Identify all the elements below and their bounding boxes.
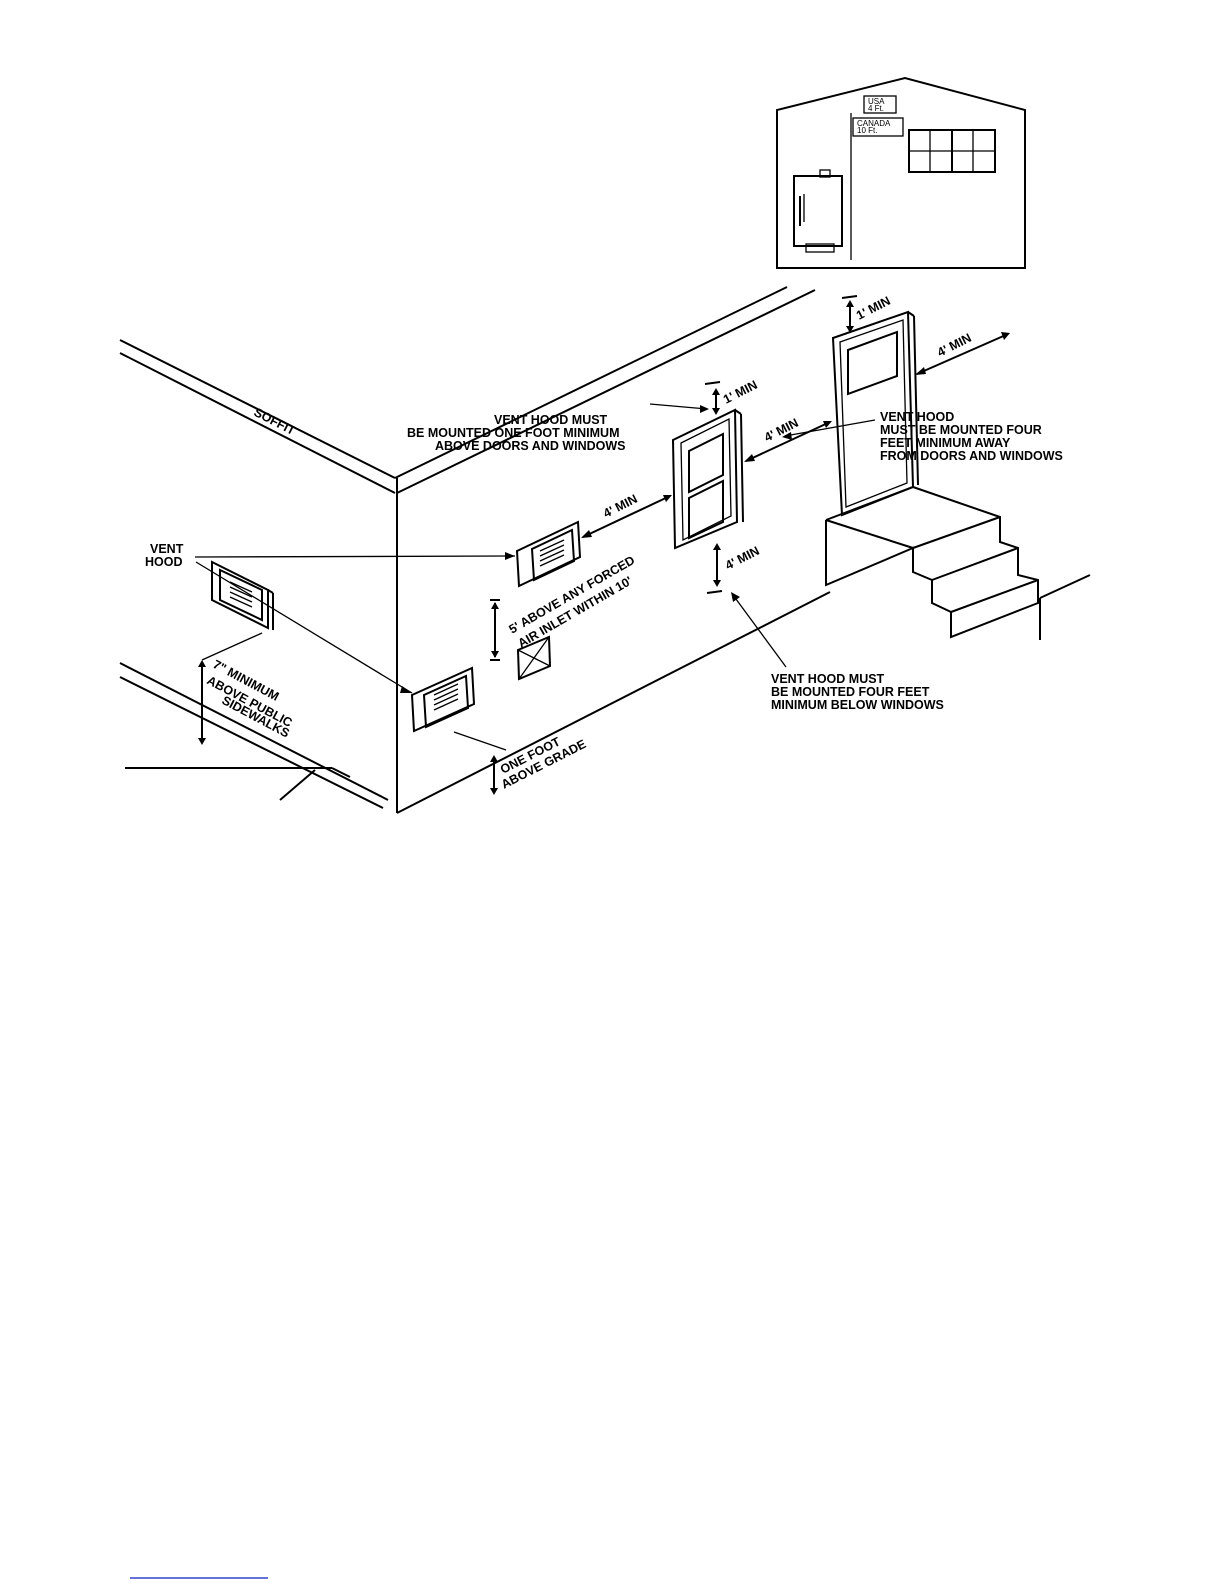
above-doors-line1: VENT HOOD MUST	[494, 413, 608, 427]
below-line2: BE MOUNTED FOUR FEET	[771, 685, 930, 699]
door	[831, 310, 919, 517]
canada-label: CANADA	[857, 119, 891, 128]
usa-sign	[863, 95, 897, 114]
vent-hood-side-wall	[211, 560, 274, 630]
dim-4min-left	[581, 495, 672, 538]
above-doors-line3: ABOVE DOORS AND WINDOWS	[435, 439, 626, 453]
dim-4min-door-right	[915, 332, 1010, 375]
away-line1: VENT HOOD	[880, 410, 954, 424]
dim-4min-below	[706, 543, 723, 594]
dim-1min-door	[841, 295, 858, 333]
dim-7in-sidewalk	[198, 632, 263, 745]
vent-hood-label-line1: VENT	[150, 542, 184, 556]
below-line3: MINIMUM BELOW WINDOWS	[771, 698, 944, 712]
inset-house: USA 4 Ft. CANADA 10 Ft.	[776, 76, 1026, 269]
above-doors-line2: BE MOUNTED ONE FOOT MINIMUM	[407, 426, 620, 440]
four-min-left-label: 4' MIN	[601, 492, 640, 521]
four-min-right-label: 4' MIN	[935, 331, 974, 360]
canada-sign	[852, 117, 904, 137]
dim-one-foot-grade	[453, 731, 507, 795]
away-line2: MUST BE MOUNTED FOUR	[880, 423, 1042, 437]
one-min-window-label: 1' MIN	[721, 378, 760, 407]
usa-distance: 4 Ft.	[868, 104, 884, 113]
building	[119, 286, 1091, 814]
vent-hood-lower	[410, 666, 476, 733]
dim-1min-window	[704, 381, 721, 415]
four-min-below-label: 4' MIN	[723, 544, 762, 573]
inset-window	[908, 129, 996, 173]
canada-distance: 10 Ft.	[857, 126, 877, 135]
below-line1: VENT HOOD MUST	[771, 672, 885, 686]
vent-hood-upper	[515, 520, 582, 588]
forced-air-inlet	[516, 635, 552, 681]
steps	[825, 485, 1039, 639]
dim-5ft-forced-air	[490, 599, 500, 661]
away-line4: FROM DOORS AND WINDOWS	[880, 449, 1063, 463]
vent-hood-label-line2: HOOD	[145, 555, 183, 569]
inset-water-heater	[793, 169, 843, 253]
wall-window	[671, 408, 744, 550]
away-line3: FEET MINIMUM AWAY	[880, 436, 1011, 450]
four-min-between-label: 4' MIN	[762, 416, 801, 445]
dim-4min-between	[744, 421, 832, 462]
soffit-label: SOFFIT	[252, 405, 298, 438]
usa-label: USA	[868, 97, 885, 106]
